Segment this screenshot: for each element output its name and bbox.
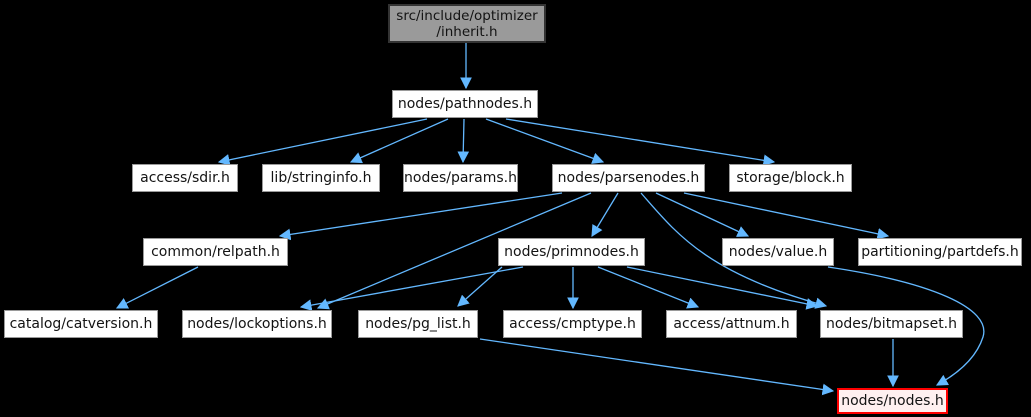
graph-node-params[interactable]: nodes/params.h [403, 164, 518, 192]
graph-node-block[interactable]: storage/block.h [729, 164, 852, 192]
graph-node-lockoptions[interactable]: nodes/lockoptions.h [182, 310, 332, 338]
graph-node-catversion[interactable]: catalog/catversion.h [4, 310, 158, 338]
edge-primnodes-to-pg_list [457, 266, 503, 307]
edge-pathnodes-to-sdir [217, 118, 428, 166]
edge-parsenodes-to-primnodes [591, 192, 619, 238]
graph-node-relpath[interactable]: common/relpath.h [143, 238, 288, 266]
graph-node-attnum[interactable]: access/attnum.h [666, 310, 797, 338]
graph-node-primnodes[interactable]: nodes/primnodes.h [498, 238, 645, 266]
edge-relpath-to-catversion [115, 266, 199, 309]
graph-node-partdefs[interactable]: partitioning/partdefs.h [858, 238, 1022, 266]
graph-node-bitmapset[interactable]: nodes/bitmapset.h [820, 310, 963, 338]
edge-primnodes-to-bitmapset [626, 266, 819, 310]
edge-primnodes-to-attnum [597, 266, 700, 309]
edge-pathnodes-to-stringinfo [349, 118, 449, 164]
graph-node-cmptype[interactable]: access/cmptype.h [503, 310, 642, 338]
edge-pg_list-to-nodes_h [479, 338, 835, 396]
edge-pathnodes-to-block [505, 118, 776, 167]
graph-node-parsenodes[interactable]: nodes/parsenodes.h [552, 164, 705, 192]
edge-parsenodes-to-bitmapset [640, 192, 828, 309]
edge-parsenodes-to-partdefs [683, 192, 890, 240]
edge-parsenodes-to-relpath [278, 192, 563, 241]
edge-parsenodes-to-value [655, 192, 750, 237]
graph-node-pg_list[interactable]: nodes/pg_list.h [358, 310, 478, 338]
edge-primnodes-to-lockoptions [299, 266, 524, 311]
edge-pathnodes-to-params [457, 118, 470, 164]
edge-pathnodes-to-parsenodes [485, 118, 605, 164]
edge-value-to-nodes_h [827, 266, 985, 386]
graph-node-value[interactable]: nodes/value.h [722, 238, 834, 266]
graph-node-pathnodes[interactable]: nodes/pathnodes.h [392, 90, 538, 118]
edge-parsenodes-to-lockoptions [316, 192, 592, 310]
graph-node-inherit[interactable]: src/include/optimizer /inherit.h [388, 4, 546, 43]
graph-node-stringinfo[interactable]: lib/stringinfo.h [262, 164, 380, 192]
graph-node-nodes_h[interactable]: nodes/nodes.h [837, 388, 948, 414]
graph-node-sdir[interactable]: access/sdir.h [132, 164, 238, 192]
